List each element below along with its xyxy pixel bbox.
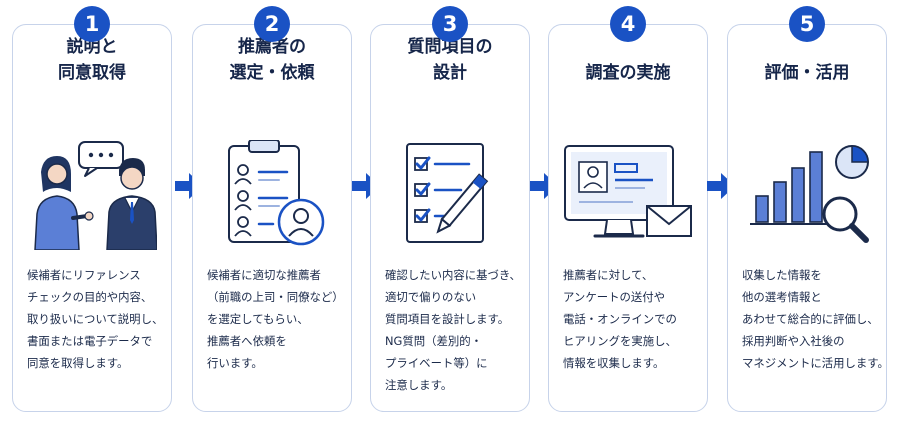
step-title-line: 調査の実施 — [585, 63, 671, 83]
step-description: 収集した情報を 他の選考情報と あわせて総合的に評価し、 採用判断や入社後の マ… — [742, 264, 889, 374]
desc-line: 適切で偏りのない — [385, 290, 477, 304]
desc-line: あわせて総合的に評価し、 — [742, 312, 879, 326]
desc-line: 情報を収集します。 — [563, 356, 665, 370]
desc-line: ヒアリングを実施し、 — [563, 334, 677, 348]
desc-line: 他の選考情報と — [742, 290, 822, 304]
step-title: 説明と 同意取得 — [16, 34, 168, 86]
desc-line: 注意します。 — [385, 378, 453, 392]
desc-line: 推薦者に対して、 — [563, 268, 654, 282]
step-number-badge: 3 — [432, 6, 468, 42]
step-title-line: 説明と — [66, 37, 118, 57]
step-description: 確認したい内容に基づき、 適切で偏りのない 質問項目を設計します。 NG質問（差… — [385, 264, 527, 396]
step-title-line: 同意取得 — [58, 63, 126, 83]
step-description: 推薦者に対して、 アンケートの送付や 電話・オンラインでの ヒアリングを実施し、… — [563, 264, 705, 374]
desc-line: チェックの目的や内容、 — [27, 290, 153, 304]
desc-line: 書面または電子データで — [27, 334, 153, 348]
step-2: 2 推薦者の 選定・依頼 候補者に適切な推薦者 （前職の上司・同僚など） を選定… — [192, 0, 352, 425]
step-title-line: 評価・活用 — [764, 63, 850, 83]
step-title: 評価・活用 — [731, 60, 883, 86]
desc-line: 取り扱いについて説明し、 — [27, 312, 164, 326]
step-4: 4 調査の実施 推薦者に対して、 アンケートの送付や 電話・オンラインでの ヒア… — [548, 0, 708, 425]
desc-line: （前職の上司・同僚など） — [207, 290, 344, 304]
desc-line: 推薦者へ依頼を — [207, 334, 287, 348]
step-number-badge: 1 — [74, 6, 110, 42]
step-title-line: 質問項目の — [407, 37, 493, 57]
desc-line: 行います。 — [207, 356, 263, 370]
step-title-line: 推薦者の — [238, 37, 306, 57]
step-title: 調査の実施 — [552, 60, 704, 86]
desc-line: マネジメントに活用します。 — [742, 356, 889, 370]
desc-line: 質問項目を設計します。 — [385, 312, 510, 326]
chart-magnifier-icon — [750, 145, 869, 243]
step-title: 質問項目の 設計 — [374, 34, 526, 86]
conversation-icon — [34, 141, 157, 250]
step-number-badge: 5 — [789, 6, 825, 42]
desc-line: を選定してもらい、 — [207, 312, 309, 326]
desc-line: 候補者にリファレンス — [27, 268, 141, 282]
checklist-pen-icon — [406, 143, 489, 243]
desc-line: NG質問（差別的・ — [385, 334, 483, 348]
desc-line: 確認したい内容に基づき、 — [385, 268, 521, 282]
desc-line: 同意を取得します。 — [27, 356, 129, 370]
desc-line: 候補者に適切な推薦者 — [207, 268, 321, 282]
desc-line: 収集した情報を — [742, 268, 822, 282]
step-5: 5 評価・活用 収集した情報を 他の選考情報と あわせて総合的に評価し、 採用判… — [727, 0, 889, 425]
desc-line: アンケートの送付や — [563, 290, 666, 304]
step-description: 候補者にリファレンス チェックの目的や内容、 取り扱いについて説明し、 書面また… — [27, 264, 169, 374]
step-description: 候補者に適切な推薦者 （前職の上司・同僚など） を選定してもらい、 推薦者へ依頼… — [207, 264, 349, 374]
desc-line: プライベート等）に — [385, 356, 488, 370]
desc-line: 採用判断や入社後の — [742, 334, 845, 348]
clipboard-person-icon — [228, 140, 325, 246]
step-number-badge: 4 — [610, 6, 646, 42]
step-3: 3 質問項目の 設計 確認したい内容に基づき、 適切で偏りのない 質問項目を設計… — [370, 0, 530, 425]
step-title-line: 設計 — [433, 63, 467, 83]
monitor-mail-icon — [564, 145, 692, 238]
step-title-line: 選定・依頼 — [229, 63, 315, 83]
step-card — [727, 24, 887, 412]
step-1: 1 説明と 同意取得 候補者にリファレンス チェックの目的や内容、 取り扱いにつ… — [12, 0, 172, 425]
desc-line: 電話・オンラインでの — [563, 312, 677, 326]
step-number-badge: 2 — [254, 6, 290, 42]
step-title: 推薦者の 選定・依頼 — [196, 34, 348, 86]
